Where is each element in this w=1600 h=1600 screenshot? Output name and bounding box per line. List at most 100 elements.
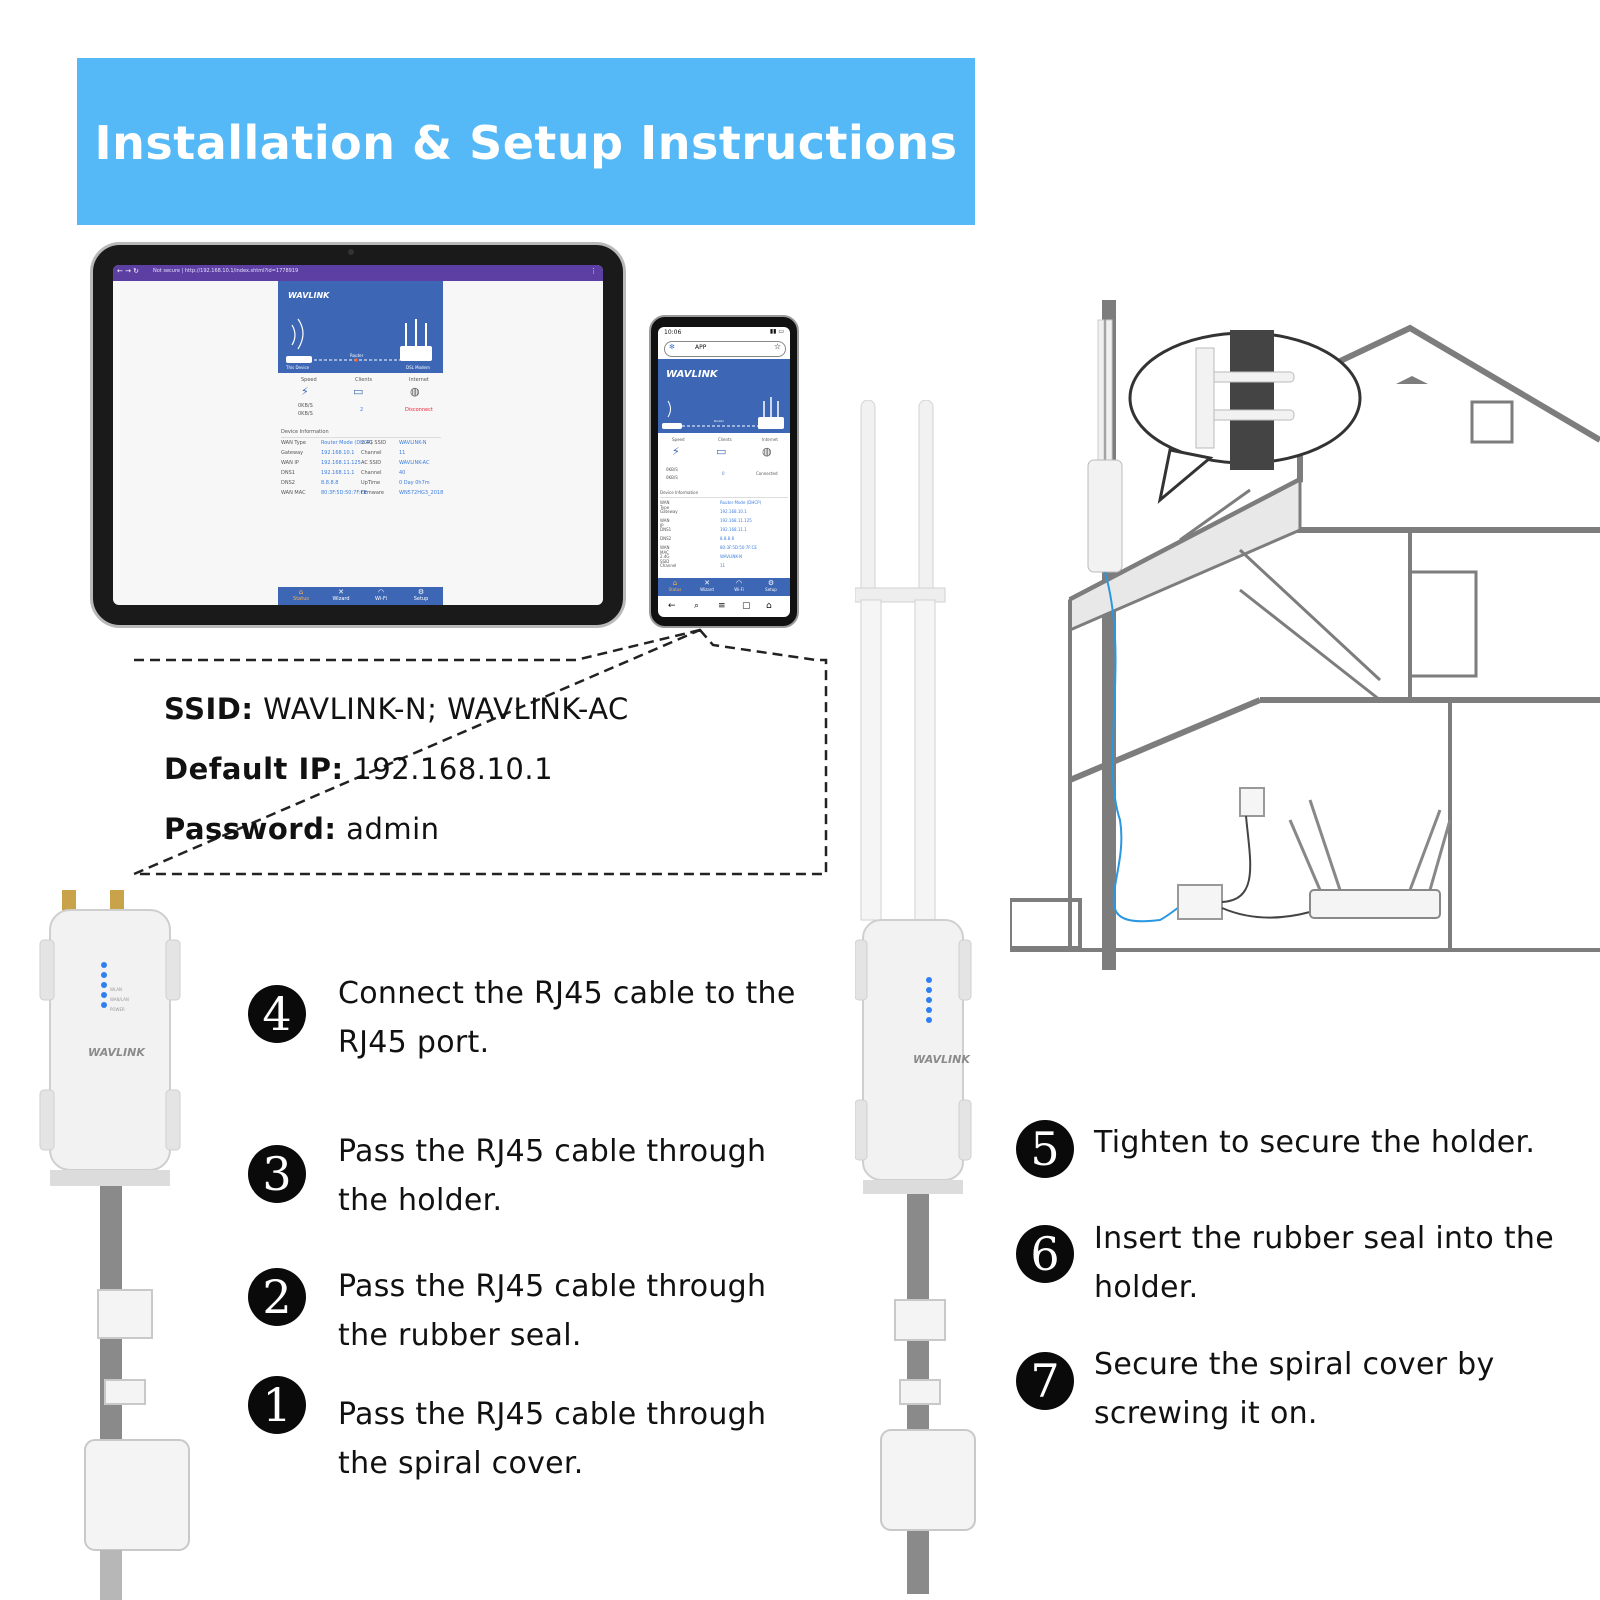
home-icon[interactable]: ⌂	[766, 601, 772, 611]
menu-icon[interactable]: ≡	[718, 601, 726, 611]
assembled-device-illustration	[855, 400, 976, 1594]
ethernet-cable	[1104, 571, 1191, 923]
speed-label: Speed	[672, 437, 685, 442]
router-icon	[1309, 889, 1441, 919]
wavlink-logo: WAVLINK	[666, 369, 718, 380]
internet-label: Internet	[762, 437, 778, 442]
internet-status: Disconnect	[405, 407, 433, 413]
nav-arrows-icon[interactable]: ← → ↻	[117, 267, 140, 275]
bookshelf	[1408, 570, 1478, 678]
back-icon[interactable]: ←	[668, 601, 676, 611]
tabs-icon[interactable]: ▢	[742, 601, 751, 611]
tablet-screen: ← → ↻ Not secure | http://192.168.10.1/i…	[113, 265, 603, 605]
pole-closeup	[1230, 330, 1274, 470]
home-icon: ⌂	[672, 579, 678, 587]
internet-status: Connected	[756, 471, 778, 476]
password-label: Password:	[164, 812, 337, 846]
router-icon	[662, 423, 682, 429]
password-value: admin	[346, 812, 440, 846]
modem-icon	[400, 346, 432, 361]
clients-value: 2	[360, 407, 364, 413]
step-text-1: Pass the RJ45 cable through the spiral c…	[338, 1397, 767, 1481]
status-time: 10:06	[664, 329, 682, 336]
phone-screen: 10:06 ▮▮ ▭ ✻ APP ☆ WAVLINK This Device R…	[658, 327, 790, 617]
nav-setup[interactable]: ⚙ Setup	[406, 588, 436, 602]
clients-value: 0	[722, 471, 725, 476]
ssid-value: WAVLINK-N; WAVLINK-AC	[263, 692, 629, 726]
nav-status[interactable]: ⌂ Status	[286, 588, 316, 602]
house-installation-illustration	[1010, 300, 1600, 970]
header-banner: Installation & Setup Instructions	[77, 58, 975, 225]
led-label-wlan: WLAN	[110, 987, 123, 992]
nav-wizard[interactable]: ✕ Wizard	[326, 588, 356, 602]
ssid-label: SSID:	[164, 692, 254, 726]
page-title: Installation & Setup Instructions	[94, 116, 958, 170]
browser-menu-icon[interactable]: ⋮	[590, 267, 597, 275]
globe-icon: ◍	[410, 385, 420, 398]
nav-wizard[interactable]: ✕Wizard	[692, 579, 722, 592]
password-line: Password: admin	[164, 812, 440, 846]
topology-diagram	[286, 318, 432, 363]
mounted-device	[1087, 459, 1123, 573]
device-brand-left: WAVLINK	[88, 1046, 145, 1059]
ip-label: Default IP:	[164, 752, 344, 786]
clients-icon: ▭	[716, 445, 727, 458]
globe-icon: ◍	[762, 445, 772, 458]
poe-injector	[1177, 884, 1223, 920]
step-number-4: 4	[248, 985, 306, 1043]
clients-label: Clients	[355, 377, 373, 383]
address-bar[interactable]: ✻ APP ☆	[664, 341, 786, 357]
step-number-5: 5	[1016, 1120, 1074, 1178]
phone-mockup: 10:06 ▮▮ ▭ ✻ APP ☆ WAVLINK This Device R…	[649, 315, 799, 628]
internet-label: Internet	[409, 377, 429, 383]
clients-icon: ▭	[353, 385, 364, 398]
bottom-nav: ⌂ Status ✕ Wizard ◠ Wi-Fi ⚙ Setup	[278, 587, 443, 605]
led-label-wan: WAN/LAN	[110, 997, 129, 1002]
speed-icon: ⚡	[301, 385, 309, 398]
wifi-icon: ◠	[377, 588, 385, 596]
dsl-modem-label: DSL Modem	[406, 365, 430, 370]
nav-setup[interactable]: ⚙Setup	[756, 579, 786, 592]
callout-box-frame	[133, 628, 828, 876]
step-text-6: Insert the rubber seal into the holder.	[1094, 1221, 1554, 1305]
router-label: Router	[714, 419, 724, 423]
topology-diagram	[662, 397, 784, 429]
device-info-table: WAN Type Router Mode (DHCP) 2.4G SSID WA…	[281, 437, 443, 504]
router-icon	[286, 356, 312, 363]
nav-status[interactable]: ⌂Status	[660, 579, 690, 592]
star-icon[interactable]: ☆	[773, 342, 781, 351]
ip-value: 192.168.10.1	[353, 752, 554, 786]
address-bar[interactable]: Not secure | http://192.168.10.1/index.s…	[153, 268, 299, 274]
address-text: APP	[695, 344, 707, 351]
exploded-device-illustration	[39, 890, 190, 1600]
upload-rate: 0KB/S	[666, 467, 678, 472]
wand-icon: ✕	[338, 588, 344, 596]
speed-icon: ⚡	[672, 445, 680, 458]
power-outlet	[1239, 787, 1265, 817]
wavlink-header-panel: WAVLINK This Device Router DSL Modem	[278, 281, 443, 373]
nav-wifi[interactable]: ◠ Wi-Fi	[366, 588, 396, 602]
wavlink-header-panel: WAVLINK This Device Router DSL Modem	[658, 359, 790, 433]
search-icon[interactable]: ⌕	[694, 601, 700, 611]
home-icon: ⌂	[298, 588, 304, 596]
download-rate: 0KB/S	[298, 411, 313, 417]
step-number-3: 3	[248, 1145, 306, 1203]
step-text-5: Tighten to secure the holder.	[1094, 1125, 1536, 1160]
device-info-title: Device Information	[281, 429, 329, 435]
app-icon: ✻	[669, 343, 675, 351]
clients-label: Clients	[718, 437, 732, 442]
credentials-box: SSID: WAVLINK-N; WAVLINK-AC Default IP: …	[134, 660, 826, 874]
fence	[1010, 898, 1082, 950]
picture-frame	[1470, 400, 1514, 444]
wifi-icon: ◠	[735, 579, 743, 587]
step-number-1: 1	[248, 1376, 306, 1434]
browser-toolbar: ← ⌕ ≡ ▢ ⌂	[658, 599, 790, 617]
this-device-label: This Device	[662, 426, 680, 430]
modem-icon	[758, 417, 784, 429]
nav-wifi[interactable]: ◠Wi-Fi	[724, 579, 754, 592]
camera-icon	[348, 249, 354, 255]
wand-icon: ✕	[704, 579, 710, 587]
gear-icon: ⚙	[767, 579, 775, 587]
browser-bar: ← → ↻ Not secure | http://192.168.10.1/i…	[113, 265, 603, 281]
